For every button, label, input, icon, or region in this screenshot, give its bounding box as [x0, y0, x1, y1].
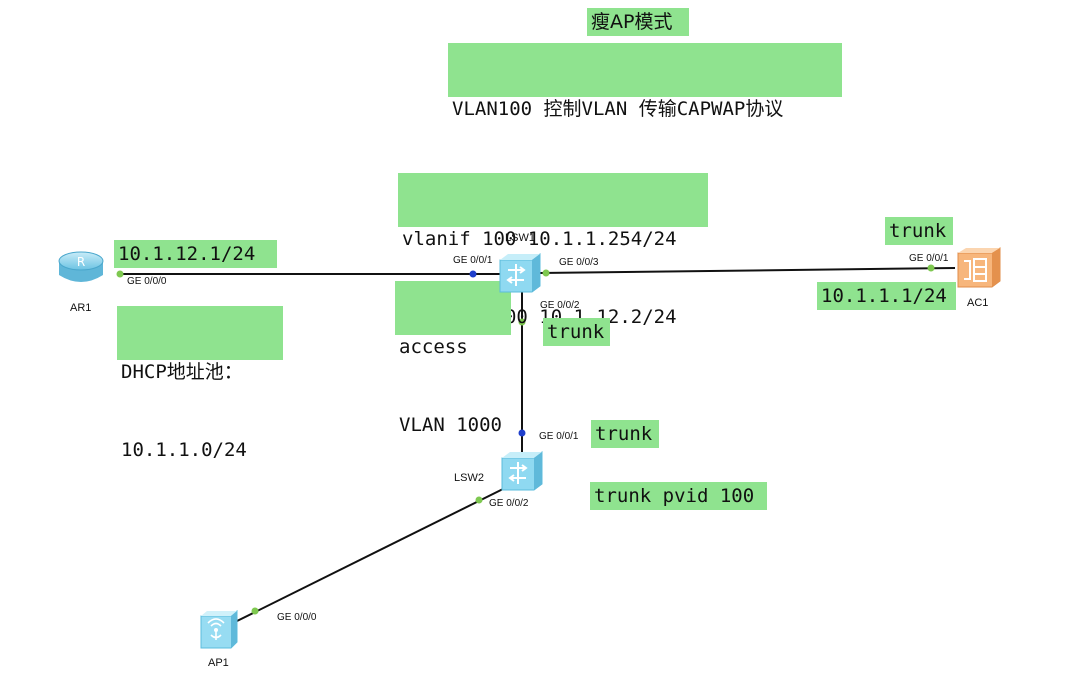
ar1-ip-note: 10.1.12.1/24: [114, 240, 277, 268]
device-label-lsw2: LSW2: [454, 472, 484, 484]
link-lsw1-ac1[interactable]: [539, 267, 956, 274]
port-label-lsw1-ge001: GE 0/0/1: [453, 255, 493, 266]
device-label-lsw1: LSW1: [505, 232, 535, 244]
svg-text:R: R: [77, 255, 85, 269]
dhcp-pool-line1: DHCP地址池：: [121, 361, 243, 383]
switch-icon: [499, 253, 541, 293]
trunk-pvid-note: trunk pvid 100: [590, 482, 767, 510]
access-vlan-note: access VLAN 1000: [395, 281, 511, 436]
port-dot-lsw1-ge001: [469, 270, 477, 278]
trunk-note-ac1: trunk: [885, 217, 953, 245]
switch-icon: [501, 451, 543, 491]
port-dot-lsw2-ge001: [518, 429, 526, 437]
vlan-note-line1: VLAN100 控制VLAN 传输CAPWAP协议: [452, 98, 784, 120]
access-line2: VLAN 1000: [399, 414, 502, 436]
device-label-ap1: AP1: [208, 657, 229, 669]
device-label-ac1: AC1: [967, 297, 989, 309]
vlan-notes-box: VLAN100 控制VLAN 传输CAPWAP协议 VLAN200 业务VLAN: [448, 43, 842, 198]
vlanif-notes-box: vlanif 100 10.1.1.254/24 vlanif 1000 10.…: [398, 173, 708, 328]
dhcp-pool-line2: 10.1.1.0/24: [121, 439, 247, 461]
port-label-ar1-ge000: GE 0/0/0: [127, 276, 167, 287]
port-label-ac1-ge001: GE 0/0/1: [909, 253, 949, 264]
device-ap1[interactable]: [199, 608, 239, 650]
access-point-icon: [200, 609, 238, 649]
ac1-ip-note: 10.1.1.1/24: [817, 282, 956, 310]
port-dot-ar1-ge000: [116, 270, 124, 278]
dhcp-pool-note: DHCP地址池： 10.1.1.0/24: [117, 306, 283, 461]
port-label-lsw1-ge002: GE 0/0/2: [540, 300, 580, 311]
port-dot-lsw1-ge002: [518, 318, 526, 326]
device-label-ar1: AR1: [70, 302, 92, 314]
device-lsw2[interactable]: [500, 450, 544, 492]
device-ar1[interactable]: R: [56, 249, 106, 289]
device-lsw1[interactable]: [498, 252, 542, 294]
access-line1: access: [399, 336, 468, 358]
port-dot-lsw1-ge003: [542, 269, 550, 277]
mode-title: 瘦AP模式: [587, 8, 689, 36]
port-label-lsw2-ge001: GE 0/0/1: [539, 431, 579, 442]
port-dot-ap1-ge000: [251, 607, 259, 615]
device-ac1[interactable]: [956, 247, 1002, 289]
link-lsw2-ap1[interactable]: [234, 487, 506, 623]
trunk-note-lsw2-up: trunk: [591, 420, 659, 448]
port-label-ap1-ge000: GE 0/0/0: [277, 612, 317, 623]
vlanif-100-note: vlanif 100 10.1.1.254/24: [402, 228, 677, 250]
port-dot-lsw2-ge002: [475, 496, 483, 504]
port-label-lsw1-ge003: GE 0/0/3: [559, 257, 599, 268]
trunk-note-lsw1-down: trunk: [543, 318, 610, 346]
access-controller-icon: [957, 247, 1001, 288]
port-dot-ac1-ge001: [927, 264, 935, 272]
port-label-lsw2-ge002: GE 0/0/2: [489, 498, 529, 509]
router-icon: R: [58, 251, 104, 282]
